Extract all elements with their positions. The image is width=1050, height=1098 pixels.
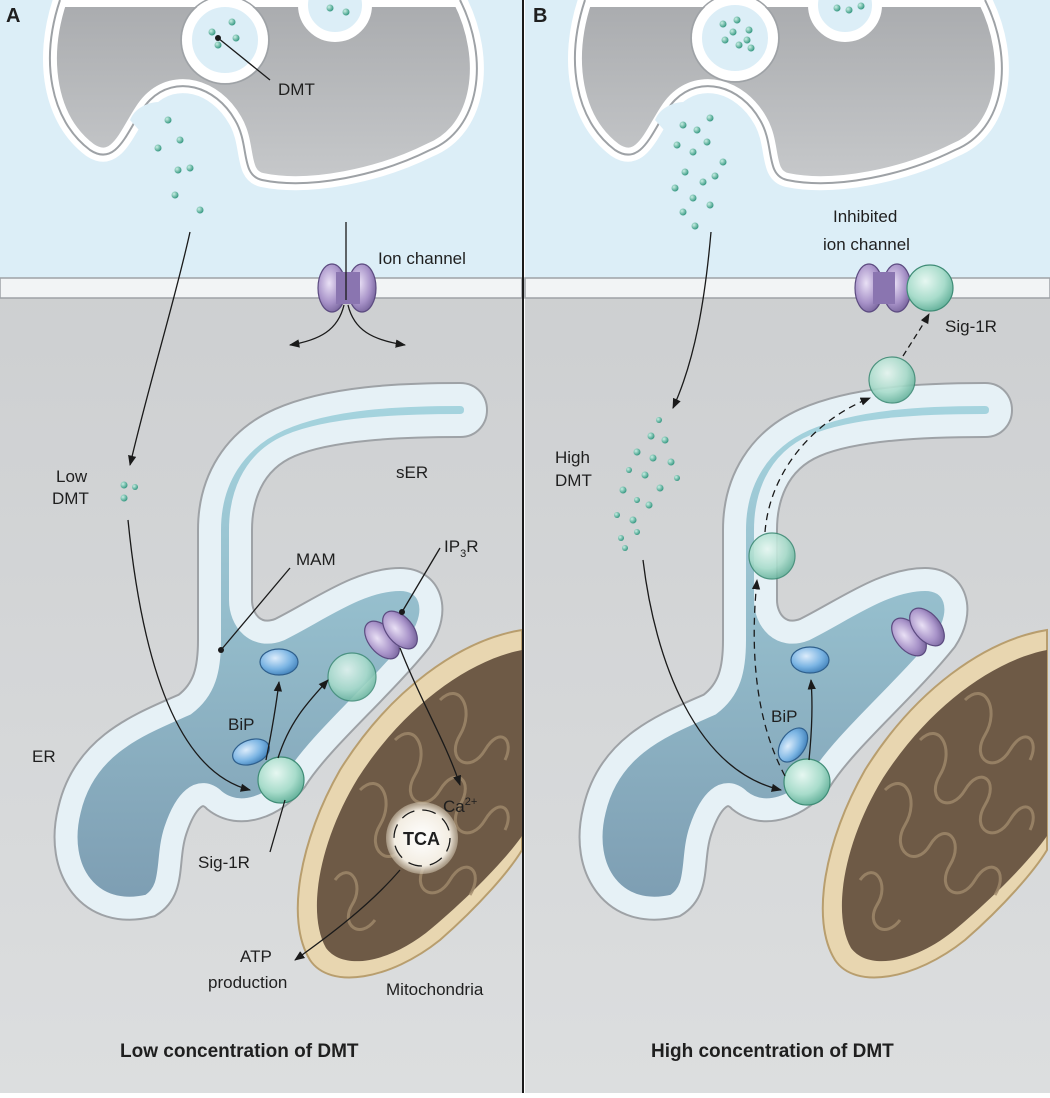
panel-a-letter: A — [6, 5, 20, 27]
sig1r-at-ip3r — [327, 652, 377, 702]
synaptic-vesicle — [808, 0, 882, 42]
plasma-membrane-a — [0, 277, 522, 299]
bip-bound-b — [777, 727, 809, 763]
sig1r-migrating-mid — [748, 532, 796, 580]
tca-cycle — [386, 802, 458, 874]
ip3r-channel-b — [891, 607, 945, 657]
ip3r-label: IP3R — [444, 537, 478, 560]
tca-label: TCA — [403, 829, 440, 849]
mam-label: MAM — [296, 550, 336, 569]
high-dmt-label-1: High — [555, 448, 590, 467]
high-dmt-label-2: DMT — [555, 471, 592, 490]
synaptic-vesicle — [692, 0, 778, 81]
panel-b-caption: High concentration of DMT — [651, 1041, 894, 1062]
low-dmt-label-1: Low — [56, 467, 88, 486]
sig1r-on-channel — [906, 264, 954, 312]
low-dmt-label-2: DMT — [52, 489, 89, 508]
ion-channel-label: Ion channel — [378, 249, 466, 268]
synaptic-vesicle — [182, 0, 268, 83]
sig1r-label-a: Sig-1R — [198, 853, 250, 872]
er-label: ER — [32, 747, 56, 766]
panel-a-caption: Low concentration of DMT — [120, 1041, 359, 1062]
atp-label-1: ATP — [240, 947, 272, 966]
inhibited-ion-channel — [854, 263, 954, 313]
bip-label-b: BiP — [771, 707, 797, 726]
bip-free-b — [790, 646, 830, 674]
synaptic-vesicle — [298, 0, 372, 42]
panel-b-letter: B — [533, 5, 547, 27]
plasma-membrane-b — [524, 277, 1050, 299]
dmt-molecules-a — [120, 4, 350, 502]
bip-label-a: BiP — [228, 715, 254, 734]
dmt-label: DMT — [278, 80, 315, 99]
sig1r-at-mam-b — [783, 758, 831, 806]
ip3r-channel — [364, 610, 418, 660]
bip-free-a — [259, 648, 299, 676]
panel-b: High DMT Inhibited ion channel Sig-1R — [524, 0, 1050, 1093]
sig1r-at-mam-a — [257, 756, 305, 804]
ion-channel-a — [317, 263, 377, 313]
presynaptic-terminal-b — [568, 0, 1009, 191]
atp-label-2: production — [208, 973, 287, 992]
sig1r-migrating-top — [868, 356, 916, 404]
ser-label: sER — [396, 463, 428, 482]
ca-label: Ca2+ — [443, 796, 477, 816]
mitochondria-label: Mitochondria — [386, 980, 484, 999]
sig1r-label-b-top: Sig-1R — [945, 317, 997, 336]
dmt-molecules-b — [614, 2, 865, 551]
panel-a: DMT Ion channel Low DMT TCA IP3R — [0, 0, 522, 1093]
inhibited-label-2: ion channel — [823, 235, 910, 254]
inhibited-label-1: Inhibited — [833, 207, 897, 226]
